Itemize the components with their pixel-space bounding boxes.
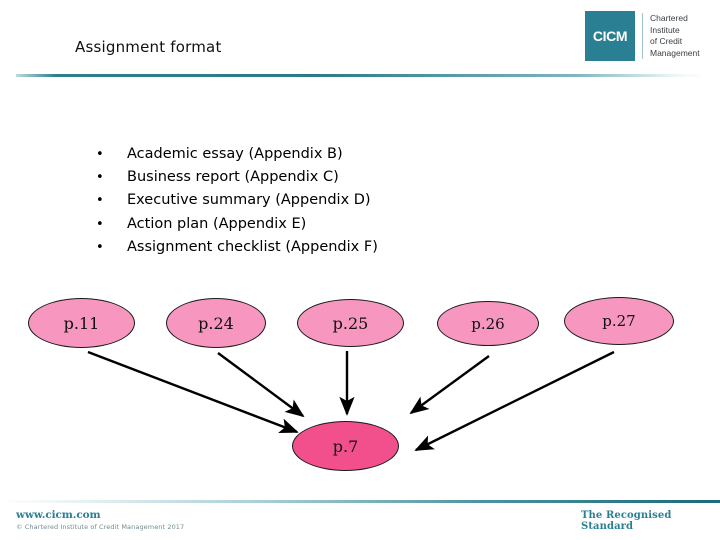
bullet-icon: •: [96, 239, 104, 255]
flow-node-label: p.25: [332, 313, 369, 333]
footer-divider: [0, 500, 720, 503]
logo-word-line-4: Management: [650, 47, 700, 58]
flow-node-label: p.24: [198, 313, 234, 333]
flow-node-label: p.27: [602, 312, 636, 330]
list-item: • Executive summary (Appendix D): [96, 189, 516, 212]
flow-node-label: p.7: [332, 436, 359, 456]
assignment-format-list: • Academic essay (Appendix B) • Business…: [96, 143, 516, 259]
list-item-label: Academic essay (Appendix B): [127, 146, 343, 162]
flow-node-p25: p.25: [297, 299, 404, 347]
footer-website[interactable]: www.cicm.com: [16, 509, 101, 521]
bullet-icon: •: [96, 147, 104, 162]
flow-node-p7: p.7: [292, 421, 399, 471]
list-item-label: Executive summary (Appendix D): [127, 192, 371, 209]
bullet-icon: •: [96, 170, 104, 186]
page-title: Assignment format: [75, 38, 222, 56]
footer-tagline: The Recognised Standard: [581, 510, 672, 532]
flow-node-p24: p.24: [166, 298, 266, 348]
logo-word-line-1: Chartered: [650, 13, 688, 23]
footer-copyright: © Chartered Institute of Credit Manageme…: [16, 523, 185, 531]
logo-word-line-2: Institute: [650, 24, 680, 35]
logo-divider: [642, 13, 643, 59]
logo-word-line-3: of Credit: [650, 36, 683, 46]
list-item: • Action plan (Appendix E): [96, 213, 516, 236]
list-item-label: Business report (Appendix C): [127, 169, 339, 186]
arrow-p11-to-p7: [87, 350, 299, 434]
flow-node-p27: p.27: [564, 297, 674, 345]
logo-mark: CICM: [585, 11, 635, 61]
arrow-p26-to-p7: [409, 355, 490, 415]
flow-node-label: p.26: [471, 314, 505, 333]
bullet-icon: •: [96, 216, 104, 232]
list-item: • Assignment checklist (Appendix F): [96, 236, 516, 259]
list-item-label: Action plan (Appendix E): [127, 215, 307, 232]
flow-node-p11: p.11: [28, 298, 135, 348]
list-item: • Academic essay (Appendix B): [96, 143, 516, 166]
flow-node-p26: p.26: [437, 301, 539, 346]
list-item-label: Assignment checklist (Appendix F): [127, 238, 378, 255]
logo-mark-text: CICM: [592, 28, 628, 44]
header-divider: [16, 74, 704, 77]
cicm-logo: CICM Chartered Institute of Credit Manag…: [585, 11, 709, 61]
bullet-icon: •: [96, 193, 104, 209]
arrow-p24-to-p7: [217, 352, 305, 418]
logo-wordmark: Chartered Institute of Credit Management: [650, 11, 700, 61]
list-item: • Business report (Appendix C): [96, 166, 516, 189]
arrow-p27-to-p7: [414, 350, 615, 452]
flow-node-label: p.11: [63, 313, 100, 333]
